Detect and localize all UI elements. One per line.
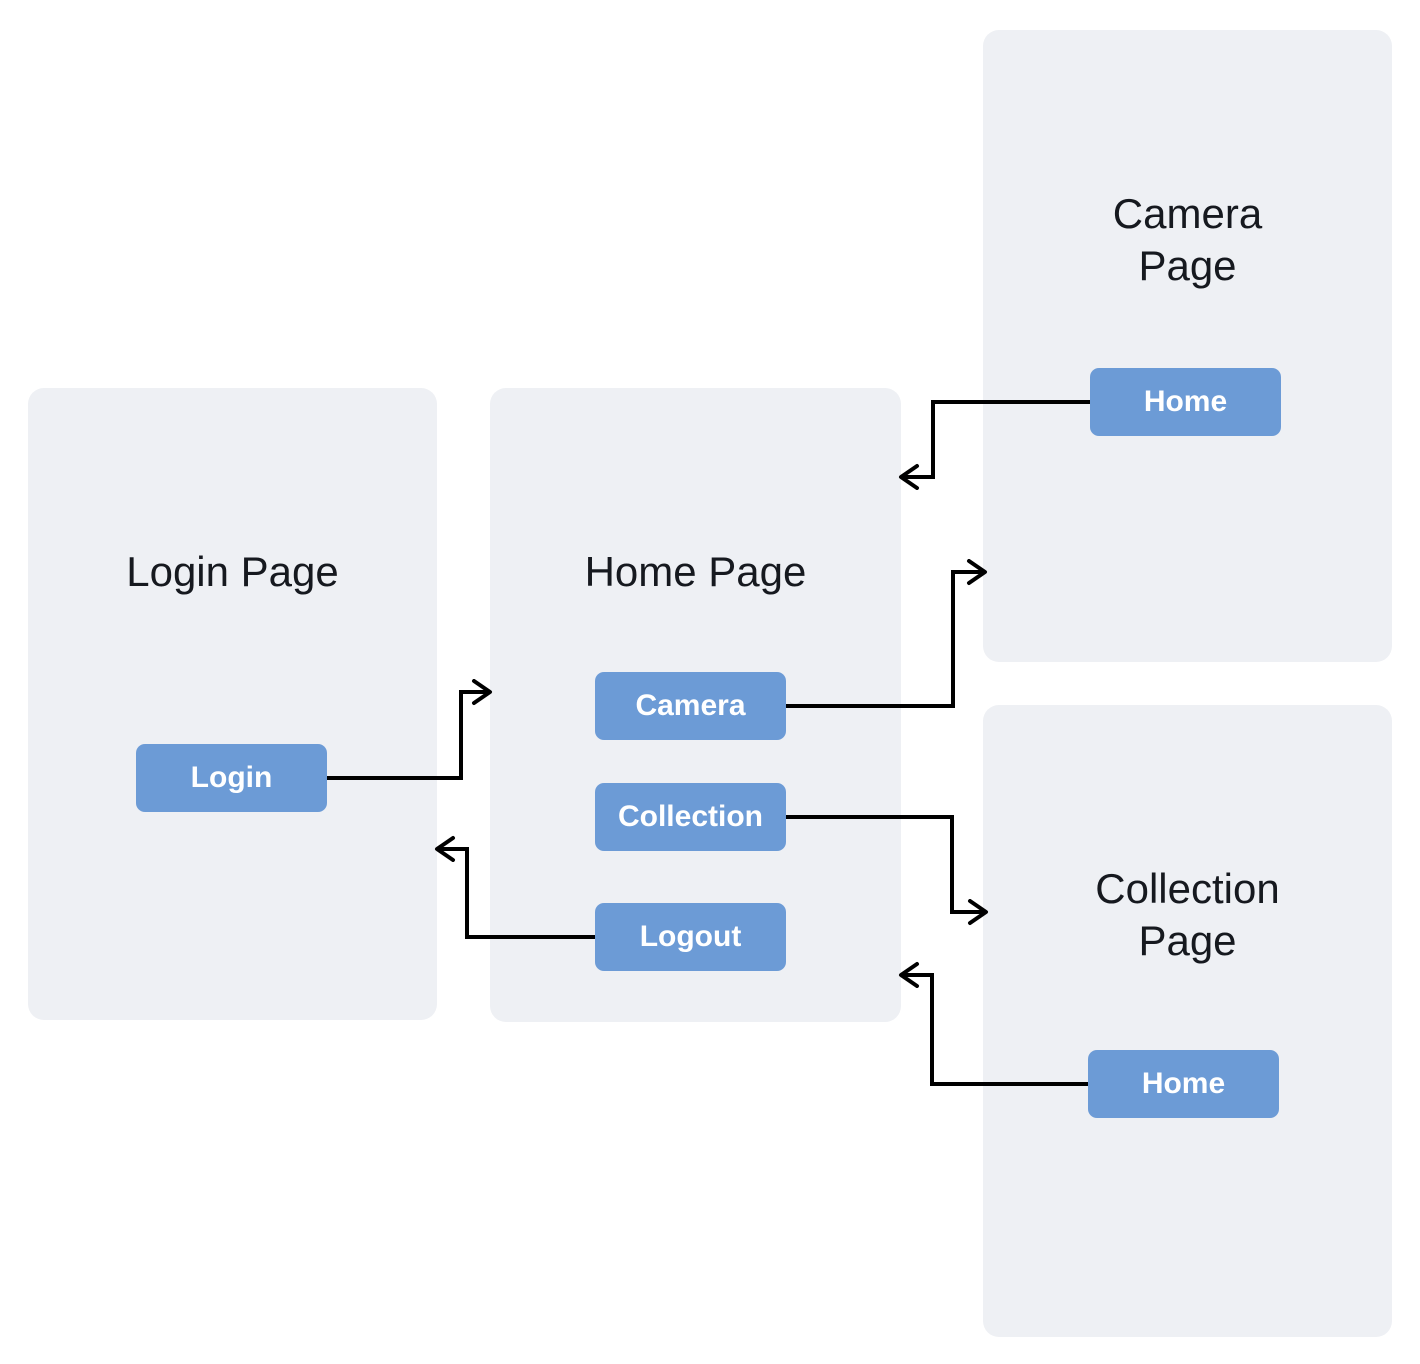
logout-button[interactable]: Logout xyxy=(595,903,786,971)
home-page-title: Home Page xyxy=(584,548,807,595)
camera-home-button[interactable]: Home xyxy=(1090,368,1281,436)
collection-button[interactable]: Collection xyxy=(595,783,786,851)
home-page-panel: Home Page Camera Collection Logout xyxy=(490,388,901,1022)
login-page-panel: Login Page Login xyxy=(28,388,437,1020)
collection-home-button[interactable]: Home xyxy=(1088,1050,1279,1118)
collection-page-title: Collection Page xyxy=(1095,865,1280,964)
camera-button[interactable]: Camera xyxy=(595,672,786,740)
collection-page-panel: Collection Page Home xyxy=(983,705,1392,1337)
camera-page-title: Camera Page xyxy=(1112,190,1263,289)
camera-page-panel: Camera Page Home xyxy=(983,30,1392,662)
login-page-title: Login Page xyxy=(126,548,339,595)
login-button[interactable]: Login xyxy=(136,744,327,812)
